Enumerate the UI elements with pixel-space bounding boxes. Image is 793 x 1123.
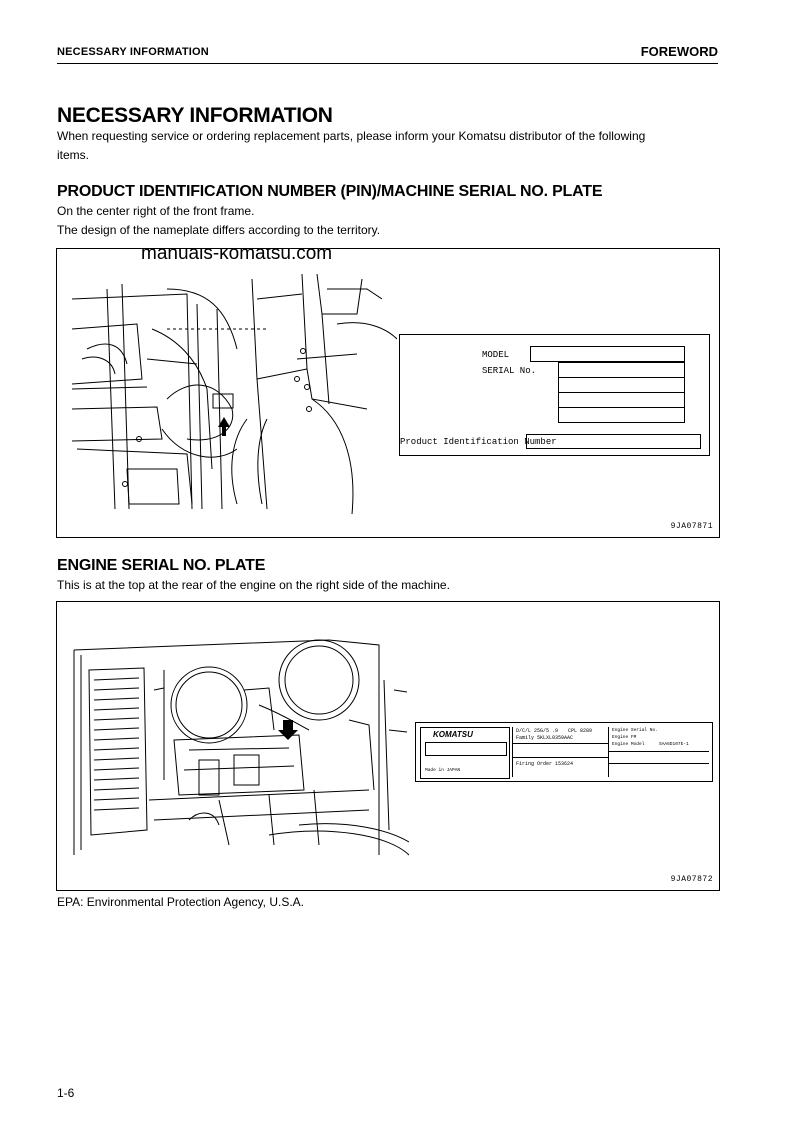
watermark: manuals-komatsu.com: [141, 248, 333, 264]
plate-pin-box: [526, 434, 701, 449]
engine-plate-middle: D/C/L 25G/5 .9 CPL 8289 Family 5KLXL0359…: [512, 727, 609, 777]
komatsu-logo-text: KOMATSU: [433, 730, 473, 739]
figure-code-pin: 9JA07871: [670, 522, 713, 531]
machine-nameplate: MODEL SERIAL No. Product Identification …: [399, 334, 710, 456]
pin-territory-text: The design of the nameplate differs acco…: [57, 223, 381, 237]
engine-nameplate: KOMATSU Made in JAPAN D/C/L 25G/5 .9 CPL…: [415, 722, 713, 782]
pin-location-text: On the center right of the front frame.: [57, 204, 255, 218]
engine-plate-divider-1: [513, 743, 609, 744]
engine-plate-right: Engine Serial No. Engine FM Engine Model…: [608, 727, 709, 777]
intro-line-1: When requesting service or ordering repl…: [57, 129, 646, 143]
plate-pin-label: Product Identification Number: [400, 437, 557, 447]
page-title: NECESSARY INFORMATION: [57, 104, 333, 127]
engine-figure: KOMATSU Made in JAPAN D/C/L 25G/5 .9 CPL…: [56, 601, 720, 891]
intro-line-2: items.: [57, 148, 90, 162]
plate-serial-box-2: [558, 377, 685, 393]
intro-paragraph: When requesting service or ordering repl…: [57, 127, 718, 165]
engine-plate-row2: Family 5KLXL0359AAC: [516, 735, 574, 741]
running-header-chapter: FOREWORD: [640, 44, 718, 59]
plate-model-label: MODEL: [482, 350, 510, 360]
engine-section-heading: ENGINE SERIAL NO. PLATE: [57, 557, 266, 574]
engine-plate-divider-4: [609, 763, 709, 764]
plate-serial-label: SERIAL No.: [482, 366, 537, 376]
header-rule: [57, 63, 718, 64]
front-frame-illustration: [71, 273, 397, 514]
engine-plate-made-in: Made in JAPAN: [425, 768, 461, 773]
engine-plate-brand-area: KOMATSU Made in JAPAN: [420, 727, 510, 779]
engine-illustration: [73, 639, 409, 856]
engine-plate-model-label: Engine Model: [612, 742, 645, 747]
figure-code-engine: 9JA07872: [670, 875, 713, 884]
plate-serial-box-1: [558, 362, 685, 378]
epa-note: EPA: Environmental Protection Agency, U.…: [57, 895, 305, 909]
engine-plate-divider-3: [609, 751, 709, 752]
engine-plate-divider-2: [513, 757, 609, 758]
plate-serial-box-3: [558, 392, 685, 408]
engine-plate-row1b: CPL 8289: [568, 728, 593, 734]
engine-plate-fm-label: Engine FM: [612, 735, 637, 740]
pin-figure: manuals-komatsu.com: [56, 248, 720, 538]
running-header-section: NECESSARY INFORMATION: [57, 46, 209, 58]
engine-location-text: This is at the top at the rear of the en…: [57, 578, 450, 592]
engine-plate-warning-box: [425, 742, 507, 756]
page-number: 1-6: [57, 1086, 75, 1100]
pin-section-text: On the center right of the front frame. …: [57, 202, 380, 240]
pin-section-heading: PRODUCT IDENTIFICATION NUMBER (PIN)/MACH…: [57, 183, 603, 200]
engine-plate-row1a: D/C/L 25G/5 .9: [516, 728, 559, 734]
engine-plate-model-value: SAA6D107E-1: [659, 742, 689, 747]
engine-plate-firing-order: Firing Order 153624: [516, 761, 574, 767]
plate-model-box: [530, 346, 685, 362]
plate-serial-box-4: [558, 407, 685, 423]
engine-plate-serial-label: Engine Serial No.: [612, 728, 658, 733]
